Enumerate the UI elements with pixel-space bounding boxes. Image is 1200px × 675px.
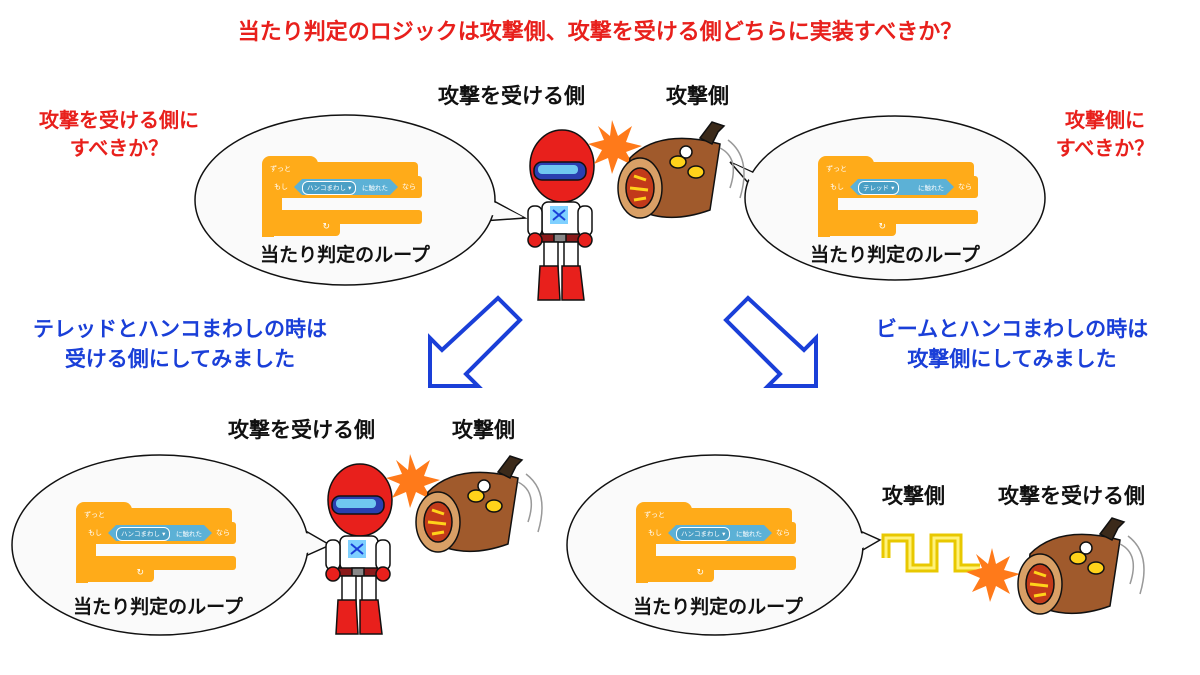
speech-bubble-bottom-left [11,454,332,636]
bottom-left-attacker-label: 攻撃側 [452,418,515,442]
caption-right-line2: 攻撃側にしてみました [907,347,1117,371]
touching-block: ハンコまわし ▾ に触れた [108,525,212,541]
bottom-right-receiver-label: 攻撃を受ける側 [998,484,1145,508]
loop-arrow-icon: ↻ [878,222,886,232]
question-right-line1: 攻撃側に [1065,108,1145,132]
scene-top [527,120,745,301]
hanko-stamp-character-icon [1017,517,1145,615]
arrow-right-down [723,295,818,388]
then-label: なら [776,529,790,537]
touching-block: ハンコまわし ▾ に触れた [668,525,772,541]
if-label: もし [88,529,102,537]
caption-right-line1: ビームとハンコまわしの時は [875,317,1149,341]
speech-bubble-bottom-right [566,454,882,636]
if-label: もし [274,183,288,191]
bottom-left-receiver-label: 攻撃を受ける側 [228,418,375,442]
loop-label-top-right: 当たり判定のループ [810,244,980,266]
caption-left-line2: 受ける側にしてみました [64,347,296,371]
touching-label: に触れた [918,184,944,192]
hanko-stamp-character-icon [617,121,745,219]
top-attacker-label: 攻撃側 [666,84,729,108]
caption-left-line1: テレッドとハンコまわしの時は [33,317,327,341]
scene-bottom-left [325,454,543,635]
then-label: なら [958,183,972,191]
hero-character-icon [527,129,595,301]
question-left: 攻撃を受ける側に すべきか？ [14,106,224,162]
if-label: もし [830,183,844,191]
sprite-dropdown: ハンコまわし ▾ [116,527,170,541]
question-right-line2: すべきか？ [1055,136,1155,160]
scene-bottom-right [881,517,1145,615]
sprite-dropdown: ハンコまわし ▾ [302,181,356,195]
page-title: 当たり判定のロジックは攻撃側、攻撃を受ける側どちらに実装すべきか？ [237,20,963,45]
question-left-line1: 攻撃を受ける側に [39,108,199,132]
arrow-left-down [428,295,523,388]
bottom-right-attacker-label: 攻撃側 [882,484,945,508]
scratch-block-bottom-right: ずっと もし ハンコまわし ▾ に触れた なら ↻ [636,502,796,583]
loop-label-bottom-left: 当たり判定のループ [73,596,243,618]
scratch-block-bottom-left: ずっと もし ハンコまわし ▾ に触れた なら ↻ [76,502,236,583]
forever-label: ずっと [644,511,665,519]
loop-label-bottom-right: 当たり判定のループ [633,596,803,618]
forever-label: ずっと [826,165,847,173]
hanko-stamp-character-icon [415,455,543,553]
loop-label-top-left: 当たり判定のループ [260,244,430,266]
touching-label: に触れた [176,530,202,538]
caption-left: テレッドとハンコまわしの時は 受ける側にしてみました [10,314,350,374]
then-label: なら [216,529,230,537]
impact-burst-icon [386,454,440,508]
scratch-block-top-right: ずっと もし テレッド ▾ に触れた なら ↻ [818,156,978,237]
question-left-line2: すべきか？ [69,136,169,160]
sprite-dropdown: ハンコまわし ▾ [676,527,730,541]
touching-label: に触れた [362,184,388,192]
impact-burst-icon [966,548,1020,602]
loop-arrow-icon: ↻ [696,568,704,578]
touching-block: テレッド ▾ に触れた [850,179,954,195]
touching-block: ハンコまわし ▾ に触れた [294,179,398,195]
question-right: 攻撃側に すべきか？ [1020,106,1190,162]
top-receiver-label: 攻撃を受ける側 [438,84,585,108]
sprite-dropdown: テレッド ▾ [858,181,899,195]
hero-character-icon [325,463,393,635]
loop-arrow-icon: ↻ [322,222,330,232]
caption-right: ビームとハンコまわしの時は 攻撃側にしてみました [842,314,1182,374]
loop-arrow-icon: ↻ [136,568,144,578]
touching-label: に触れた [736,530,762,538]
scratch-block-top-left: ずっと もし ハンコまわし ▾ に触れた なら ↻ [262,156,422,237]
forever-label: ずっと [84,511,105,519]
then-label: なら [402,183,416,191]
impact-burst-icon [588,120,642,174]
forever-label: ずっと [270,165,291,173]
if-label: もし [648,529,662,537]
